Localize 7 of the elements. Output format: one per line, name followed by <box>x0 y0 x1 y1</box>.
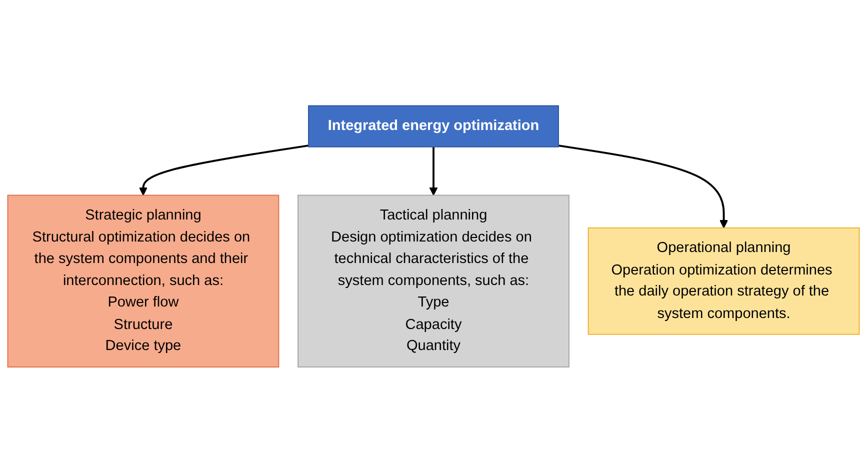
node-box: Integrated energy optimization <box>308 105 559 148</box>
node-box: Strategic planning Structural optimization decides on the system components and their interconnection, such as: Power flow Structure Device type <box>7 194 280 368</box>
node-box: Tactical planning Design optimization decides on technical characteristics of the system components, such as: Type Capacity Quantity <box>298 194 570 368</box>
arrow <box>558 144 728 228</box>
node-box: Operational planning Operation optimization determines the daily operation strategy of the system components. <box>588 228 860 335</box>
arrow <box>138 144 309 196</box>
arrow <box>429 147 438 196</box>
